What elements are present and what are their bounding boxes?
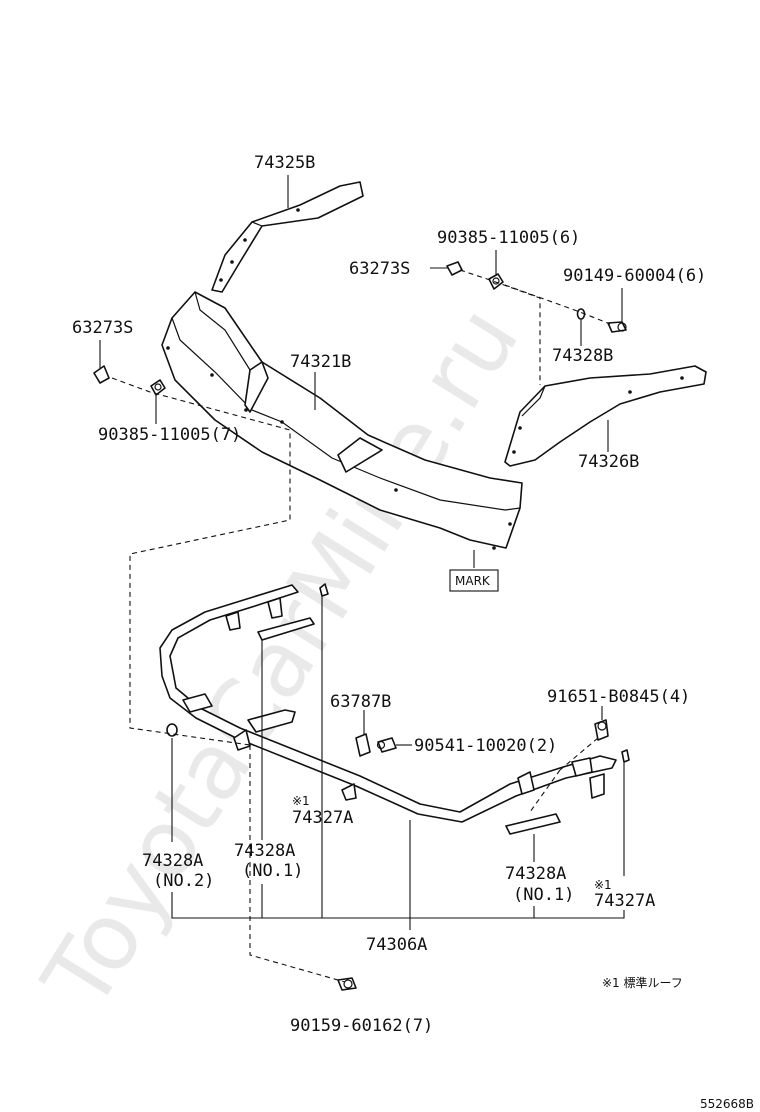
label-no1-left: (NO.1) xyxy=(242,861,303,881)
diagram-id: 552668B xyxy=(700,1097,754,1111)
part-74321B-shape xyxy=(161,291,523,550)
label-63273S-top: 63273S xyxy=(349,259,410,279)
bolt-90149 xyxy=(607,321,627,333)
label-90149-60004: 90149-60004(6) xyxy=(563,266,706,286)
bolt-90159 xyxy=(337,977,357,991)
label-no1-right: (NO.1) xyxy=(513,885,574,905)
dashed-lines xyxy=(111,269,611,983)
washer-74328B xyxy=(576,308,586,320)
note-ref-1: ※1 xyxy=(292,794,310,808)
label-90541-10020: 90541-10020(2) xyxy=(414,736,557,756)
label-74306A: 74306A xyxy=(366,935,427,955)
label-no2: (NO.2) xyxy=(153,871,214,891)
footnote: ※1 標準ルーフ xyxy=(602,975,683,990)
label-74328A-no1-right: 74328A xyxy=(505,864,566,884)
pad-63787B xyxy=(355,733,371,757)
label-74327A-left: 74327A xyxy=(292,808,353,828)
label-90385-11005-6: 90385-11005(6) xyxy=(437,228,580,248)
mark-box xyxy=(449,569,499,592)
screw-90541 xyxy=(376,737,397,753)
part-74306A-shape xyxy=(159,583,630,835)
bolt-91651 xyxy=(594,719,609,741)
label-74326B: 74326B xyxy=(578,452,639,472)
label-mark: MARK xyxy=(455,574,491,588)
nut-90385-left xyxy=(150,379,166,396)
label-74327A-right: 74327A xyxy=(594,891,655,911)
label-74328A-no2: 74328A xyxy=(142,851,203,871)
clip-63273S-left xyxy=(93,365,110,384)
label-91651-B0845: 91651-B0845(4) xyxy=(547,687,690,707)
label-74321B: 74321B xyxy=(290,352,351,372)
leader-lines xyxy=(99,175,625,930)
part-74326B-shape xyxy=(504,365,707,467)
label-63787B: 63787B xyxy=(330,692,391,712)
label-90159-60162: 90159-60162(7) xyxy=(290,1016,433,1036)
label-74328B: 74328B xyxy=(552,346,613,366)
label-74325B: 74325B xyxy=(254,153,315,173)
note-ref-2: ※1 xyxy=(594,878,612,892)
label-74328A-no1-left: 74328A xyxy=(234,841,295,861)
label-90385-11005-7: 90385-11005(7) xyxy=(98,425,241,445)
part-74325B-shape xyxy=(211,181,364,293)
nut-90385-top xyxy=(488,273,504,290)
clip-63273S-top xyxy=(446,261,463,276)
label-63273S-left: 63273S xyxy=(72,318,133,338)
